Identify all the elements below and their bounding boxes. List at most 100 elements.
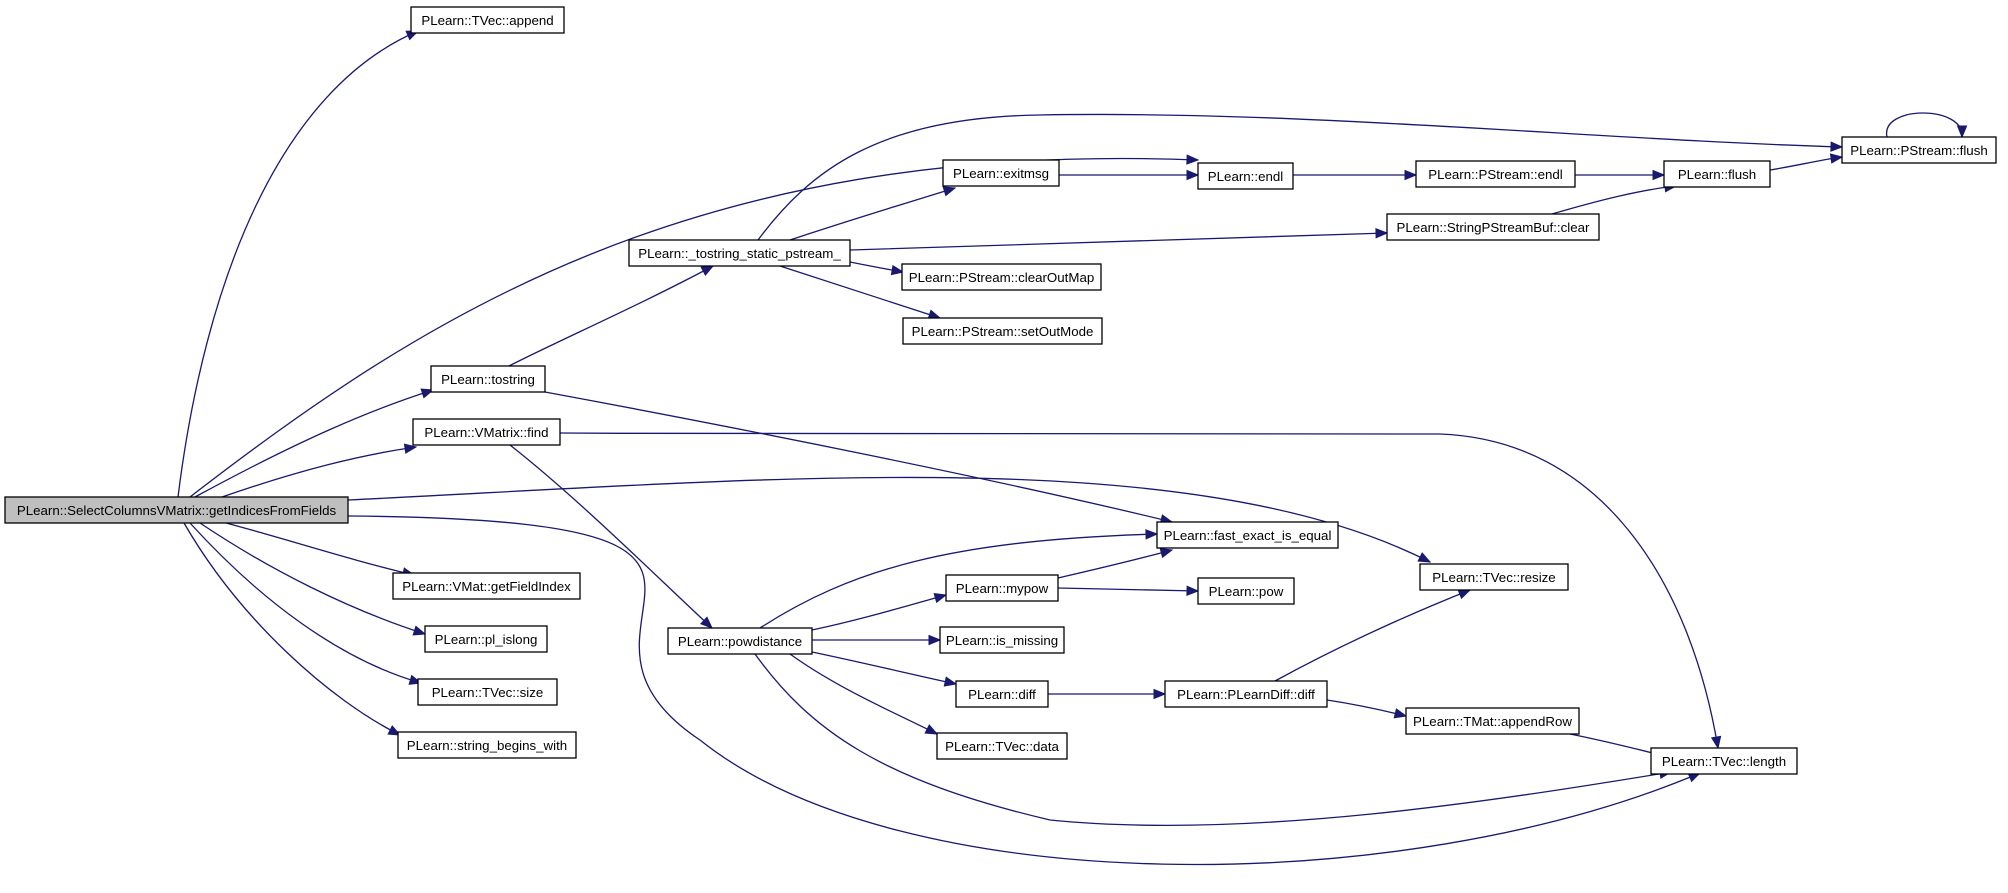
edge-line (754, 653, 1672, 827)
node-label: PLearn::pow (1209, 584, 1284, 599)
edge-arrowhead (387, 725, 402, 736)
node-box (1197, 162, 1294, 190)
node-tvec-data[interactable]: PLearn::TVec::data (936, 732, 1068, 760)
node-box (410, 6, 565, 34)
edge-arrowhead (1153, 688, 1167, 700)
edge-root-to-vmatrix_find (221, 443, 418, 498)
node-tostring-static[interactable]: PLearn::_tostring_static_pstream_ (628, 239, 851, 267)
edge-powdistance-to-tvec_data (789, 653, 939, 735)
edge-line (347, 515, 1701, 866)
node-label: PLearn::StringPStreamBuf::clear (1397, 220, 1590, 235)
node-tmat-appendrow[interactable]: PLearn::TMat::appendRow (1405, 707, 1580, 735)
node-label: PLearn::SelectColumnsVMatrix::getIndices… (17, 503, 337, 518)
edge-line (1274, 589, 1471, 682)
edge-tostring_static-to-exitmsg (789, 186, 957, 241)
node-powdistance[interactable]: PLearn::powdistance (667, 627, 813, 655)
edge-line (194, 389, 434, 498)
edge-line (811, 651, 957, 685)
edge-tostring-to-fast_exact (544, 391, 1174, 525)
node-clearoutmap[interactable]: PLearn::PStream::clearOutMap (901, 263, 1102, 291)
node-spsb-clear[interactable]: PLearn::StringPStreamBuf::clear (1386, 213, 1600, 241)
edge-line (509, 444, 713, 629)
node-mypow[interactable]: PLearn::mypow (945, 574, 1059, 602)
node-label: PLearn::PStream::endl (1428, 167, 1563, 182)
edge-line (789, 187, 956, 241)
node-label: PLearn::VMatrix::find (424, 425, 548, 440)
edge-line (849, 232, 1388, 251)
edge-powdistance-to-fast_exact (759, 529, 1159, 629)
node-exitmsg[interactable]: PLearn::exitmsg (942, 159, 1060, 187)
edge-arrowhead (928, 634, 942, 646)
edge-line (559, 432, 1719, 749)
call-graph-nodes: PLearn::SelectColumnsVMatrix::getIndices… (4, 6, 1997, 775)
node-label: PLearn::exitmsg (953, 166, 1049, 181)
edge-line (1886, 112, 1963, 138)
edge-root-to-tvec_size (189, 522, 423, 685)
node-label: PLearn::PStream::clearOutMap (909, 270, 1095, 285)
node-box (397, 731, 577, 759)
node-box (1419, 563, 1569, 591)
node-label: PLearn::mypow (956, 581, 1049, 596)
edge-exitmsg-to-endl (1059, 169, 1200, 181)
edge-plearndiff-to-tvec_resize (1274, 589, 1472, 682)
node-label: PLearn::tostring (441, 372, 535, 387)
node-fast-exact[interactable]: PLearn::fast_exact_is_equal (1156, 521, 1339, 549)
node-pstream-endl[interactable]: PLearn::PStream::endl (1415, 160, 1576, 188)
node-tvec-append[interactable]: PLearn::TVec::append (410, 6, 565, 34)
node-box (1197, 577, 1295, 605)
node-endl[interactable]: PLearn::endl (1197, 162, 1294, 190)
node-string-begins-with[interactable]: PLearn::string_begins_with (397, 731, 577, 759)
edge-powdistance-to-diff (811, 651, 958, 687)
node-box (392, 572, 581, 600)
node-label: PLearn::diff (968, 687, 1036, 702)
node-box (901, 263, 1102, 291)
node-vmat-getfieldindex[interactable]: PLearn::VMat::getFieldIndex (392, 572, 581, 600)
edge-arrowhead (1956, 125, 1968, 139)
node-label: PLearn::TVec::size (432, 685, 544, 700)
edge-tostring-to-tostring_static (508, 265, 715, 367)
edge-line (183, 522, 401, 736)
edge-line (199, 522, 426, 635)
edge-arrowhead (1652, 169, 1666, 181)
node-box (1164, 680, 1328, 708)
node-vmatrix-find[interactable]: PLearn::VMatrix::find (412, 418, 561, 446)
node-tostring[interactable]: PLearn::tostring (430, 365, 546, 393)
node-label: PLearn::endl (1208, 169, 1283, 184)
edge-diff-to-plearndiff (1047, 688, 1167, 700)
edge-arrowhead (1404, 169, 1418, 181)
edge-arrowhead (1186, 154, 1200, 165)
node-pstream-flush[interactable]: PLearn::PStream::flush (1841, 136, 1997, 164)
node-root[interactable]: PLearn::SelectColumnsVMatrix::getIndices… (4, 496, 349, 524)
edge-arrowhead (412, 625, 427, 636)
node-flush[interactable]: PLearn::flush (1663, 160, 1771, 188)
node-box (942, 159, 1060, 187)
edge-root-to-tvec_resize (347, 476, 1432, 563)
edge-line (1326, 699, 1407, 717)
edge-line (779, 265, 941, 319)
edge-arrowhead (420, 388, 435, 399)
edge-line (177, 30, 419, 498)
edge-arrowhead (700, 265, 715, 277)
edge-arrowhead (933, 593, 948, 604)
edge-tostring_static-to-setoutmode (779, 265, 942, 320)
node-tvec-size[interactable]: PLearn::TVec::size (417, 678, 558, 706)
node-diff[interactable]: PLearn::diff (955, 680, 1049, 708)
node-pow[interactable]: PLearn::pow (1197, 577, 1295, 605)
node-tvec-length[interactable]: PLearn::TVec::length (1650, 747, 1798, 775)
node-is-missing[interactable]: PLearn::is_missing (939, 626, 1065, 654)
node-setoutmode[interactable]: PLearn::PStream::setOutMode (902, 317, 1103, 345)
node-box (945, 574, 1059, 602)
node-label: PLearn::TVec::resize (1432, 570, 1555, 585)
node-tvec-resize[interactable]: PLearn::TVec::resize (1419, 563, 1569, 591)
edge-line (1551, 185, 1677, 215)
edge-arrowhead (1710, 735, 1722, 750)
edge-plearndiff-to-tmat_appendrow (1326, 699, 1408, 719)
edge-root-to-pl_islong (199, 522, 427, 636)
edge-root-to-vmat_getfieldindex (225, 522, 416, 578)
node-plearndiff[interactable]: PLearn::PLearnDiff::diff (1164, 680, 1328, 708)
edge-powdistance-to-mypow (811, 593, 948, 631)
edge-line (789, 653, 938, 735)
node-box (4, 496, 349, 524)
node-pl-islong[interactable]: PLearn::pl_islong (424, 625, 548, 653)
node-box (667, 627, 813, 655)
